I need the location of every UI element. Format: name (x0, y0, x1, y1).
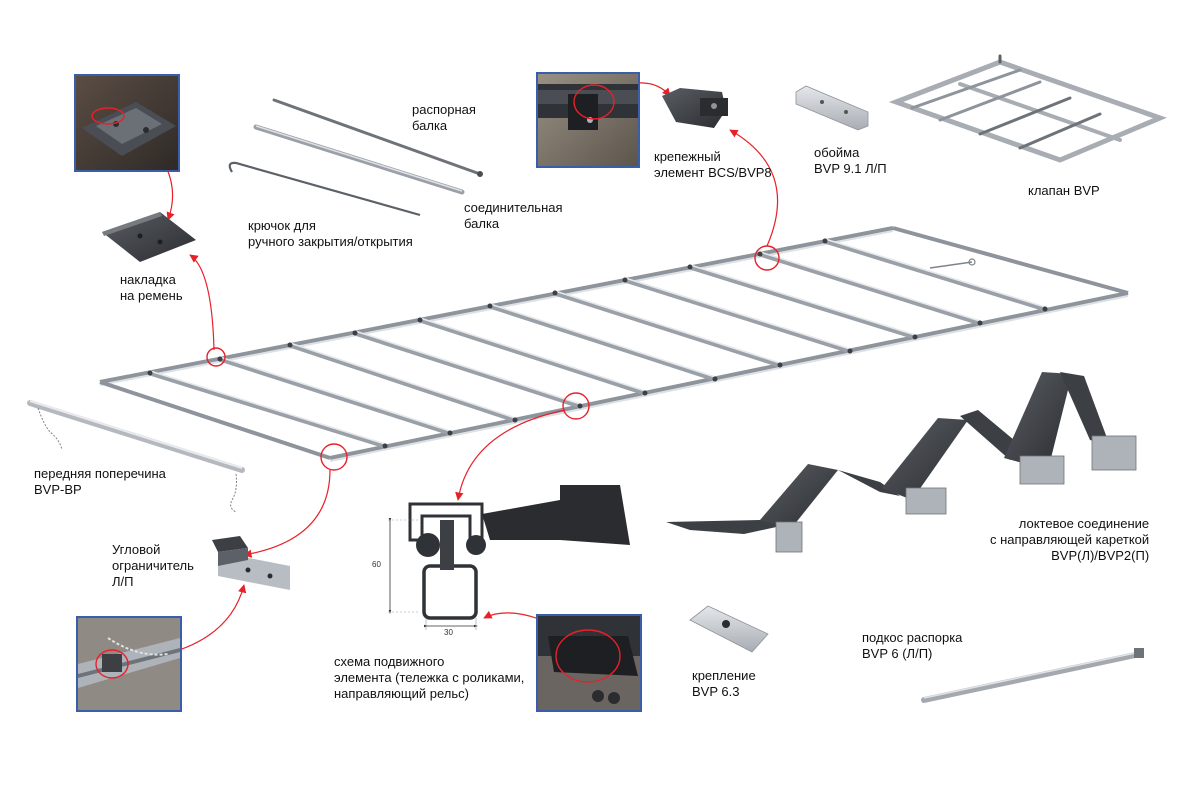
label-elbow-joint-line1: локтевое соединение (1018, 516, 1150, 531)
label-rail-scheme: схема подвижного элемента (тележка с рол… (334, 654, 524, 702)
rail-profile-scheme (388, 485, 630, 630)
label-belt-plate-line1: накладка (120, 272, 176, 287)
label-holder: обойма BVP 9.1 Л/П (814, 145, 887, 177)
label-elbow-joint-line3: BVP(Л)/BVP2(П) (1051, 548, 1150, 563)
photo-rail (536, 614, 642, 712)
label-spreader-beam-line1: распорная (412, 102, 476, 117)
spreader-beam (272, 98, 483, 177)
label-bracket-line2: элемент BCS/BVP8 (654, 165, 772, 180)
label-corner-stop: Угловой ограничитель Л/П (112, 542, 194, 590)
label-mount: крепление BVP 6.3 (692, 668, 756, 700)
label-spreader-beam: распорная балка (412, 102, 476, 134)
photo-rail-image (538, 616, 640, 710)
label-hook-line2: ручного закрытия/открытия (248, 234, 413, 249)
photo-bracket (536, 72, 640, 168)
label-connecting-beam-line1: соединительная (464, 200, 563, 215)
photo-belt-plate (74, 74, 180, 172)
label-strut: подкос распорка BVP 6 (Л/П) (862, 630, 962, 662)
label-belt-plate: накладка на ремень (120, 272, 183, 304)
label-front-crossbar: передняя поперечина BVP-BP (34, 466, 166, 498)
label-holder-line2: BVP 9.1 Л/П (814, 161, 887, 176)
hook-rod (228, 161, 421, 217)
belt-plate (102, 212, 196, 262)
label-elbow-joint: локтевое соединение с направляющей карет… (990, 516, 1149, 564)
connecting-beam (253, 124, 465, 195)
label-spreader-beam-line2: балка (412, 118, 448, 133)
label-rail-scheme-line3: направляющий рельс) (334, 686, 469, 701)
callout-circles (206, 245, 780, 471)
label-belt-plate-line2: на ремень (120, 288, 183, 303)
label-connecting-beam-line2: балка (464, 216, 500, 231)
holder-bvp91 (795, 85, 869, 131)
mount-bvp63 (689, 605, 769, 653)
label-connecting-beam: соединительная балка (464, 200, 563, 232)
photo-belt-plate-image (76, 76, 178, 170)
label-corner-stop-line1: Угловой (112, 542, 161, 557)
photo-bracket-image (538, 74, 638, 166)
label-mount-line2: BVP 6.3 (692, 684, 740, 699)
label-rail-scheme-line2: элемента (тележка с роликами, (334, 670, 525, 685)
photo-corner-stop (76, 616, 182, 712)
elbow-joints (666, 372, 1137, 553)
label-bracket-line1: крепежный (654, 149, 721, 164)
label-rail-scheme-line1: схема подвижного (334, 654, 445, 669)
strut-bvp6 (921, 648, 1144, 703)
label-strut-line1: подкос распорка (862, 630, 963, 645)
label-front-crossbar-line1: передняя поперечина (34, 466, 166, 481)
valve-bvp (888, 54, 1167, 163)
dimension-width: 30 (444, 628, 453, 637)
label-bracket: крепежный элемент BCS/BVP8 (654, 149, 772, 181)
bracket-bcs (662, 88, 728, 128)
label-valve: клапан BVP (1028, 183, 1100, 199)
main-frame (99, 226, 1129, 462)
label-corner-stop-line3: Л/П (112, 574, 134, 589)
label-strut-line2: BVP 6 (Л/П) (862, 646, 933, 661)
label-valve-line1: клапан BVP (1028, 183, 1100, 198)
label-hook-line1: крючок для (248, 218, 316, 233)
photo-corner-stop-image (78, 618, 180, 710)
front-crossbar (27, 400, 245, 513)
label-front-crossbar-line2: BVP-BP (34, 482, 82, 497)
label-corner-stop-line2: ограничитель (112, 558, 194, 573)
corner-stop (212, 536, 290, 590)
label-elbow-joint-line2: с направляющей кареткой (990, 532, 1150, 547)
label-mount-line1: крепление (692, 668, 756, 683)
dimension-height: 60 (372, 560, 381, 569)
label-hook: крючок для ручного закрытия/открытия (248, 218, 413, 250)
label-holder-line1: обойма (814, 145, 860, 160)
